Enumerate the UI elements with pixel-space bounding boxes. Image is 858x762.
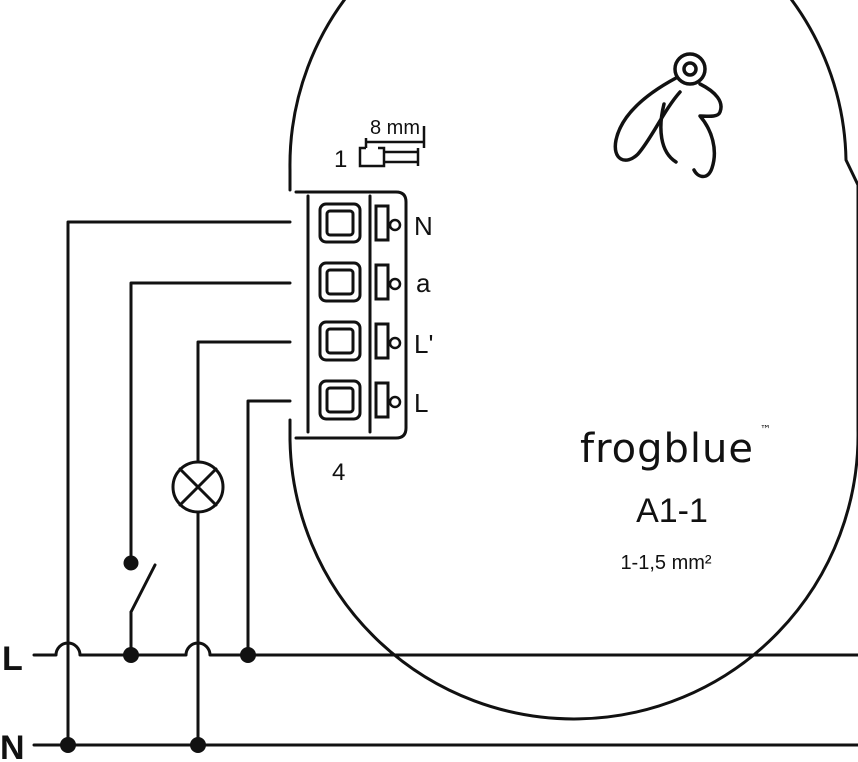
brand-name: frogblue: [580, 426, 754, 472]
pin-number-last: 4: [332, 459, 345, 486]
terminal-release-slot: [374, 263, 390, 301]
wire-a: [129, 281, 292, 565]
lamp-icon: [171, 460, 225, 514]
wire-l-prime: [196, 340, 292, 464]
terminal-block: [294, 190, 408, 440]
terminal-clamp-inner: [325, 386, 355, 414]
wire-size-label: 1-1,5 mm²: [620, 552, 711, 574]
model-name: A1-1: [636, 492, 708, 530]
terminal-test-point: [388, 218, 402, 232]
terminal-clamp-inner: [325, 327, 355, 355]
terminal-test-point: [388, 336, 402, 350]
terminal-clamp: [318, 379, 362, 421]
terminal-release-slot: [374, 322, 390, 360]
strip-length-label: 8 mm: [370, 117, 420, 139]
terminal-release-slot: [374, 204, 390, 242]
device-housing: [288, 0, 858, 721]
wire-n: [66, 220, 292, 747]
terminal-clamp: [318, 261, 362, 303]
terminal-clamp-inner: [325, 268, 355, 296]
terminal-clamp: [318, 202, 362, 244]
junction-dot: [240, 647, 256, 663]
terminal-label-a: a: [416, 268, 431, 298]
junction-dot: [123, 647, 139, 663]
terminal-release-slot: [374, 381, 390, 419]
terminal-label-l-prime: L': [414, 329, 433, 359]
wire-l: [246, 399, 292, 657]
junction-dot: [60, 737, 76, 753]
terminal-clamp: [318, 320, 362, 362]
terminal-clamp-inner: [325, 209, 355, 237]
mains-label-n: N: [0, 729, 25, 762]
terminal-test-point: [388, 277, 402, 291]
switch-contact-dot: [123, 555, 139, 571]
mains-label-l: L: [2, 640, 23, 678]
mains-line-l: [32, 641, 858, 657]
pin-number-first: 1: [334, 146, 347, 173]
frog-icon: [613, 52, 723, 179]
terminal-label-l: L: [414, 388, 428, 418]
junction-dot: [190, 737, 206, 753]
terminal-test-point: [388, 395, 402, 409]
wire-strip-symbol: [358, 146, 386, 168]
switch-icon: [129, 563, 157, 614]
terminal-label-n: N: [414, 211, 433, 241]
trademark-symbol: ™: [760, 423, 771, 436]
